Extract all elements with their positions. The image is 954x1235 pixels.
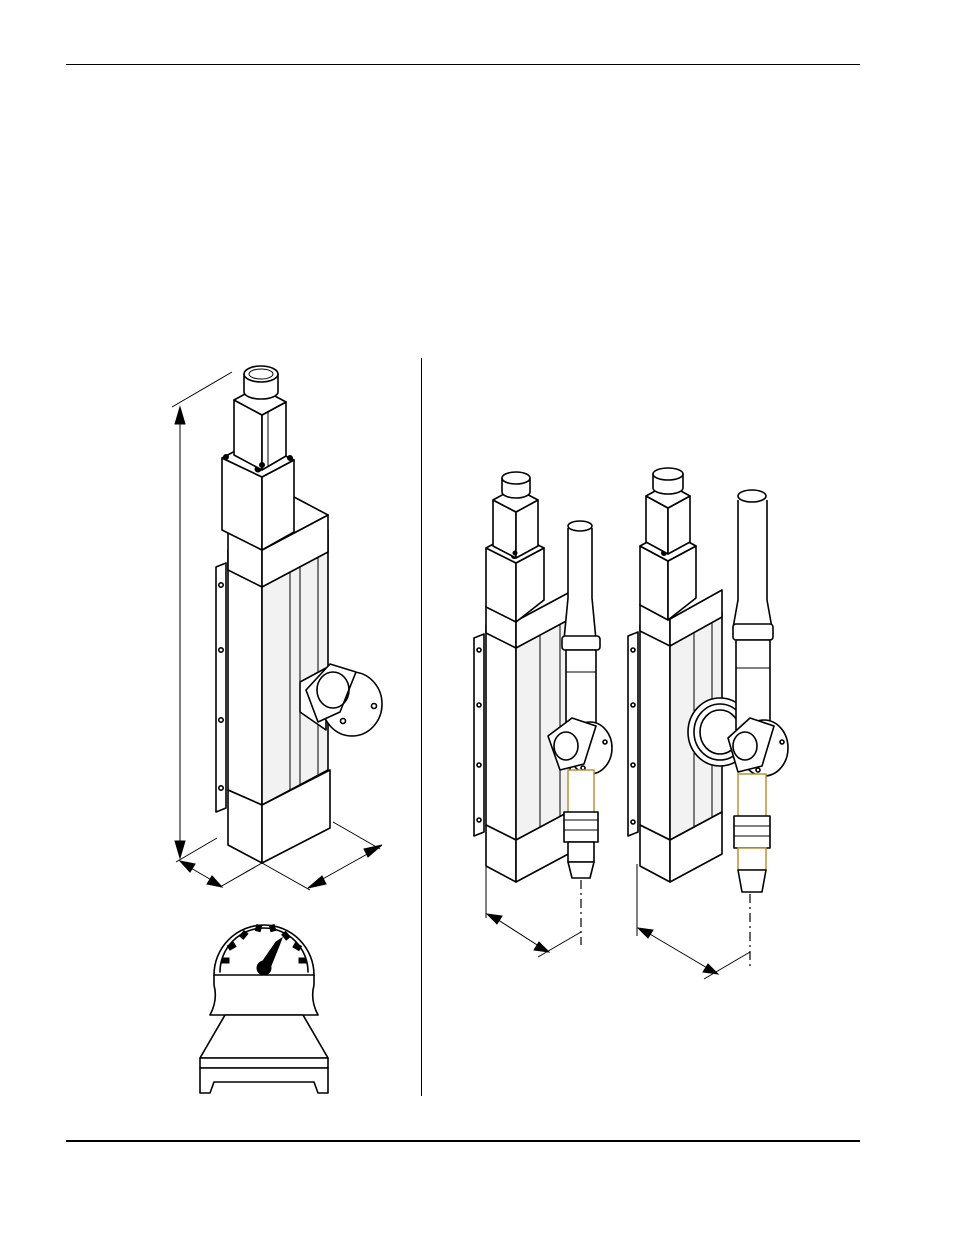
actuator-with-valve-icon (473, 471, 613, 945)
header-rule (66, 64, 860, 65)
offset-drawing (473, 467, 789, 980)
weight-scale-icon (199, 923, 329, 1094)
dimension-drawing (171, 365, 383, 1094)
figure-divider (421, 358, 422, 1096)
right-figure (460, 455, 800, 995)
actuator-with-large-valve-icon (627, 467, 789, 968)
offset-dimension-small (485, 866, 582, 958)
footer-rule (66, 1140, 860, 1142)
offset-dimension-large (636, 864, 751, 980)
overall-height-dimension (171, 371, 233, 860)
actuator-body-icon (215, 365, 383, 864)
width-dimension (175, 837, 263, 888)
depth-dimension (261, 821, 383, 891)
left-figure (150, 360, 410, 1100)
